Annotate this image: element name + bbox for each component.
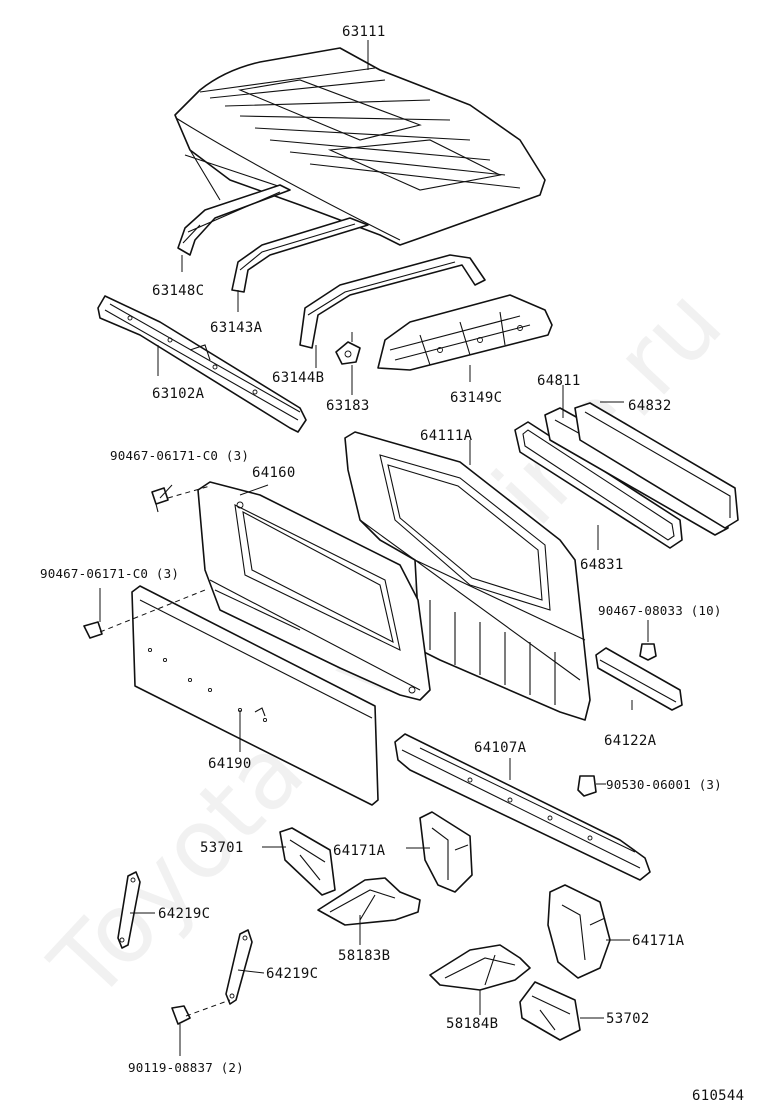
bolt-90467-06171-upper[interactable]: [151, 487, 169, 513]
roof-bow-63143A[interactable]: [231, 217, 369, 293]
label-63148C: 63148C: [152, 283, 204, 299]
roof-bow-63144B[interactable]: [299, 254, 486, 349]
header-rail-63102A[interactable]: [97, 295, 307, 433]
bracket-64171A-right[interactable]: [547, 884, 611, 979]
bracket-63183[interactable]: [335, 332, 361, 365]
bolt-90467-06171-lower[interactable]: [83, 621, 103, 639]
bracket-53702[interactable]: [519, 981, 581, 1041]
label-64160: 64160: [252, 465, 296, 481]
bolt-90119-08837[interactable]: [171, 1005, 191, 1025]
label-64219C-lower: 64219C: [266, 966, 318, 982]
back-panel-64111A[interactable]: [344, 431, 591, 721]
label-64171A-left: 64171A: [333, 843, 386, 859]
leader-lines: [99, 40, 649, 1056]
roof-panel-63111[interactable]: [174, 47, 546, 246]
stay-64219C-upper[interactable]: [117, 871, 141, 949]
bracket-53701[interactable]: [279, 827, 336, 896]
label-63144B: 63144B: [272, 370, 324, 386]
label-53702: 53702: [606, 1011, 650, 1027]
label-90467-06171-upper: 90467-06171-C0 (3): [110, 448, 249, 463]
back-window-glass-64831[interactable]: [574, 402, 739, 529]
lower-panel-64190[interactable]: [131, 585, 379, 806]
label-64811: 64811: [537, 373, 581, 389]
label-64111A: 64111A: [420, 428, 473, 444]
label-53701: 53701: [200, 840, 244, 856]
stay-64219C-lower[interactable]: [225, 929, 253, 1005]
label-63183: 63183: [326, 398, 370, 414]
label-64831: 64831: [580, 557, 624, 573]
bracket-58183B[interactable]: [317, 877, 421, 926]
bracket-64171A-left[interactable]: [419, 811, 473, 893]
inner-panel-64160[interactable]: [197, 481, 431, 701]
label-64190: 64190: [208, 756, 252, 772]
rail-64122A[interactable]: [595, 647, 683, 711]
label-64219C-upper: 64219C: [158, 906, 210, 922]
back-window-seal-64811[interactable]: [514, 421, 683, 549]
roof-bow-63148C[interactable]: [177, 184, 291, 256]
cross-member-64107A[interactable]: [394, 733, 651, 881]
label-90530-06001: 90530-06001 (3): [606, 777, 722, 792]
label-58183B: 58183B: [338, 948, 390, 964]
label-63102A: 63102A: [152, 386, 205, 402]
label-63149C: 63149C: [450, 390, 502, 406]
roof-rail-63149C[interactable]: [377, 294, 553, 371]
label-64107A: 64107A: [474, 740, 527, 756]
label-90467-08033: 90467-08033 (10): [598, 603, 722, 618]
label-90467-06171-lower: 90467-06171-C0 (3): [40, 566, 179, 581]
label-64832: 64832: [628, 398, 672, 414]
diagram-id: 610544: [692, 1088, 744, 1104]
label-64171A-right: 64171A: [632, 933, 685, 949]
label-64122A: 64122A: [604, 733, 657, 749]
label-63143A: 63143A: [210, 320, 263, 336]
clip-90467-08033[interactable]: [639, 643, 657, 661]
bracket-58184B[interactable]: [429, 944, 531, 991]
bolt-90530-06001[interactable]: [577, 775, 597, 797]
label-90119-08837: 90119-08837 (2): [128, 1060, 244, 1075]
label-63111: 63111: [342, 24, 386, 40]
label-58184B: 58184B: [446, 1016, 498, 1032]
